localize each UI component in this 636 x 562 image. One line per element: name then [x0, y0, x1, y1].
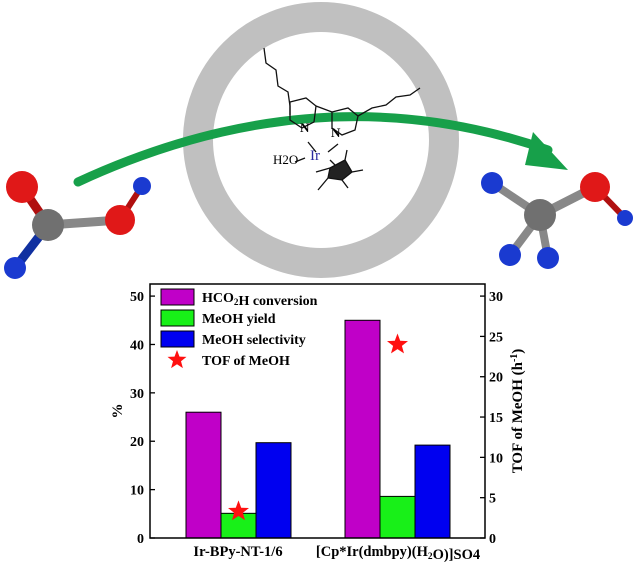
legend-label: TOF of MeOH [202, 354, 290, 369]
tof-star-marker [228, 500, 249, 521]
category-label: Ir-BPy-NT-1/6 [193, 544, 282, 560]
plot-frame [149, 283, 486, 539]
left-tick-label: 30 [130, 387, 144, 402]
bar-hco2h-conversion [185, 411, 222, 539]
iridium-label: Ir [310, 148, 320, 164]
y-axis-label: % [110, 404, 126, 419]
legend-swatch [160, 288, 195, 306]
reaction-arrow [73, 112, 553, 187]
bar-meoh-selectivity [255, 442, 292, 539]
legend-star-marker [167, 350, 187, 369]
bar-meoh-yield [379, 495, 416, 539]
right-tick-label: 5 [489, 492, 496, 507]
legend-label: HCO2H conversion [202, 291, 318, 309]
right-tick-label: 25 [489, 330, 503, 345]
left-tick-label: 40 [130, 338, 144, 353]
arrow-head [525, 132, 568, 170]
left-tick-label: 0 [137, 532, 144, 547]
tof-star-marker [387, 333, 408, 354]
right-tick-label: 30 [489, 290, 503, 305]
nitrogen-label-1: N [300, 120, 310, 135]
left-tick-label: 20 [130, 435, 144, 450]
legend-label: MeOH selectivity [202, 333, 306, 348]
methanol-molecule [481, 172, 633, 269]
legend-swatch [160, 309, 195, 327]
ir-complex-structure [263, 47, 421, 191]
bar-meoh-selectivity [414, 444, 451, 539]
formic-acid-molecule [4, 171, 151, 279]
nanotube-ring [183, 2, 459, 278]
right-tick-label: 15 [489, 411, 503, 426]
legend-label: MeOH yield [202, 312, 276, 327]
right-tick-label: 0 [489, 532, 496, 547]
right-tick-label: 10 [489, 451, 503, 466]
category-label: [Cp*Ir(dmbpy)(H2O)]SO4 [316, 544, 480, 562]
chart: 0 10 20 30 40 50 0 5 10 15 20 25 30% TOF of MeOH (h-1… [110, 283, 526, 562]
bar-meoh-yield [220, 512, 257, 539]
y-axis-right-label: TOF of MeOH (h-1) [509, 349, 526, 474]
legend-swatch [160, 330, 195, 348]
bar-hco2h-conversion [344, 319, 381, 539]
left-tick-label: 50 [130, 290, 144, 305]
water-label: H2O [273, 152, 298, 167]
left-tick-label: 10 [130, 484, 144, 499]
nitrogen-label-2: N [331, 125, 341, 140]
right-tick-label: 20 [489, 371, 503, 386]
